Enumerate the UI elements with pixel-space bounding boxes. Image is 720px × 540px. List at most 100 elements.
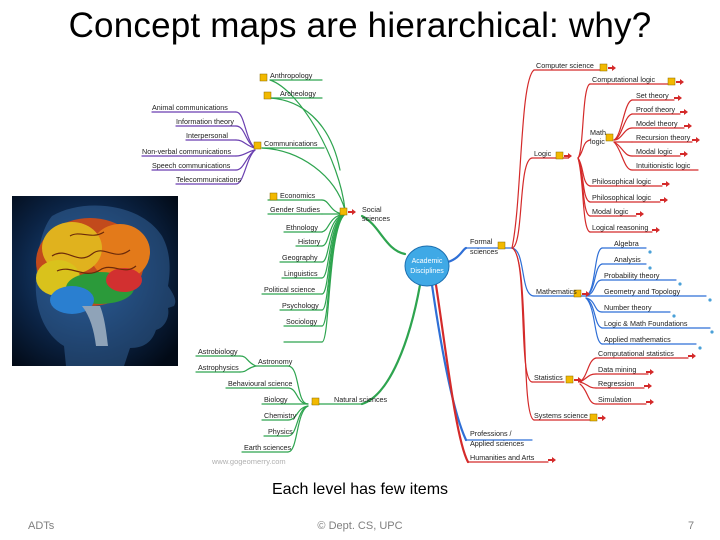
label-social-child: Political science	[264, 285, 315, 294]
label-systems-science: Systems science	[534, 411, 588, 420]
label-archeology: Archeology	[280, 89, 316, 98]
info-dot-icon	[672, 314, 676, 318]
label-social-sciences-1: Social	[362, 205, 382, 214]
note-icon	[599, 63, 608, 72]
note-icon	[339, 207, 348, 216]
label-natural-child: Chemistry	[264, 411, 297, 420]
arrow-icon	[688, 353, 696, 359]
caption: Each level has few items	[271, 481, 449, 498]
arrow-icon	[652, 227, 660, 233]
label-logic-child: Philosophical logic	[592, 177, 652, 186]
label-natural-child: Behavioural science	[228, 379, 292, 388]
edge-center-natural	[360, 283, 422, 406]
label-math-child: Logic & Math Foundations	[604, 319, 688, 328]
label-professions-2: Applied sciences	[470, 439, 524, 448]
arrow-icon	[674, 95, 682, 101]
edge-center-humanities	[434, 283, 470, 464]
label-communications-child: Non-verbal communications	[142, 147, 231, 156]
label-social-sciences-2: sciences	[362, 214, 390, 223]
arrow-icon	[608, 65, 616, 71]
note-icon	[565, 375, 574, 384]
label-social-child: History	[298, 237, 321, 246]
watermark: www.gogeomerry.com	[211, 457, 286, 466]
note-icon	[253, 141, 262, 150]
label-math-logic-child: Model theory	[636, 119, 678, 128]
edge-center-professions	[430, 283, 468, 442]
arrow-icon	[644, 383, 652, 389]
slide-title: Concept maps are hierarchical: why?	[68, 6, 652, 45]
note-flags	[253, 63, 676, 422]
label-math-child: Algebra	[614, 239, 639, 248]
arrow-icon	[662, 181, 670, 187]
label-communications-child: Speech communications	[152, 161, 231, 170]
label-formal-sciences-2: sciences	[470, 247, 498, 256]
footer-copyright: © Dept. CS, UPC	[317, 520, 403, 532]
label-math-child: Analysis	[614, 255, 641, 264]
info-dot-icon	[708, 298, 712, 302]
center-label-2: Disciplines	[410, 268, 444, 275]
label-astro-child: Astrobiology	[198, 347, 238, 356]
note-icon	[497, 241, 506, 250]
arrow-icon	[684, 123, 692, 129]
note-icon	[555, 151, 564, 160]
label-formal-sciences-1: Formal	[470, 237, 493, 246]
info-dots	[648, 250, 714, 350]
info-dot-icon	[648, 250, 652, 254]
edge-center-formal	[446, 246, 468, 264]
label-math-logic-2: logic	[590, 137, 605, 146]
note-icon	[667, 77, 676, 86]
arrow-icon	[680, 151, 688, 157]
label-natural-sciences: Natural sciences	[334, 395, 388, 404]
mind-map: Academic Disciplines	[141, 61, 714, 466]
label-math-logic-child: Intuitionistic logic	[636, 161, 691, 170]
label-stat-child: Simulation	[598, 395, 632, 404]
note-icon	[259, 73, 268, 82]
note-icon	[263, 91, 272, 100]
note-icon	[311, 397, 320, 406]
note-icon	[573, 289, 582, 298]
label-math-logic-child: Proof theory	[636, 105, 676, 114]
label-astro-child: Astrophysics	[198, 363, 239, 372]
label-stat-child: Computational statistics	[598, 349, 674, 358]
edge-center-social	[360, 214, 407, 256]
label-natural-child: Biology	[264, 395, 288, 404]
label-statistics: Statistics	[534, 373, 563, 382]
arrow-icon	[636, 211, 644, 217]
label-computational-logic: Computational logic	[592, 75, 656, 84]
arrow-icon	[646, 369, 654, 375]
note-icon	[589, 413, 598, 422]
label-anthropology: Anthropology	[270, 71, 313, 80]
center-label-1: Academic	[412, 258, 443, 265]
arrow-icon	[582, 291, 590, 297]
info-dot-icon	[698, 346, 702, 350]
label-logic-child: Philosophical logic	[592, 193, 652, 202]
label-math-child: Geometry and Topology	[604, 287, 681, 296]
label-humanities: Humanities and Arts	[470, 453, 535, 462]
arrow-icon	[660, 197, 668, 203]
footer-course: ADTs	[28, 520, 55, 532]
label-logic: Logic	[534, 149, 552, 158]
label-mathematics: Mathematics	[536, 287, 577, 296]
arrow-icon	[348, 209, 356, 215]
label-stat-child: Regression	[598, 379, 634, 388]
center-node: Academic Disciplines	[404, 245, 450, 287]
label-math-child: Number theory	[604, 303, 652, 312]
label-logic-child: Logical reasoning	[592, 223, 648, 232]
label-math-logic-child: Modal logic	[636, 147, 673, 156]
page-number: 7	[688, 520, 695, 532]
arrow-icon	[574, 377, 582, 383]
arrow-icon	[598, 415, 606, 421]
label-math-child: Applied mathematics	[604, 335, 671, 344]
arrow-icon	[680, 109, 688, 115]
arrow-icons	[348, 65, 700, 463]
arrow-icon	[548, 457, 556, 463]
note-icon	[269, 192, 278, 201]
label-natural-child: Earth sciences	[244, 443, 292, 452]
label-computer-science: Computer science	[536, 61, 594, 70]
label-communications-child: Animal communications	[152, 103, 228, 112]
arrow-icon	[646, 399, 654, 405]
brain-image	[12, 196, 178, 366]
label-natural-child: Astronomy	[258, 357, 293, 366]
note-icon	[605, 133, 614, 142]
label-professions-1: Professions /	[470, 429, 512, 438]
